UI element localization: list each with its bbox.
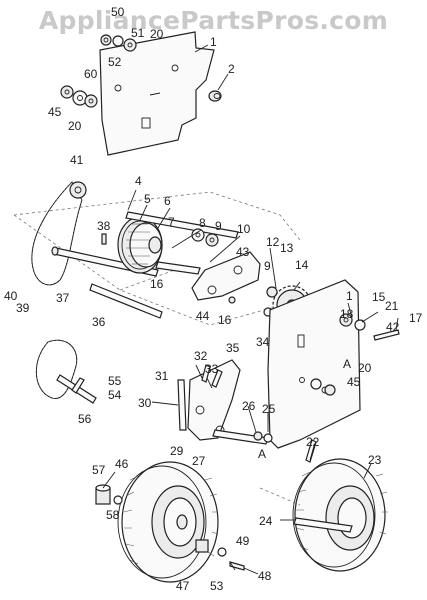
right-wheel — [292, 458, 388, 572]
callout-57: 57 — [92, 463, 106, 477]
callout-17: 17 — [409, 311, 423, 325]
small-bushing-2 — [208, 90, 222, 102]
callout-1-b: 1 — [346, 289, 353, 303]
washers-8-9 — [191, 228, 219, 247]
callout-46: 46 — [115, 457, 129, 471]
callout-25: 25 — [262, 402, 276, 416]
callout-1: 1 — [210, 35, 217, 49]
callout-41: 41 — [70, 153, 84, 167]
callout-16: 16 — [150, 277, 164, 291]
top-hardware-stack — [60, 34, 137, 108]
callout-50: 50 — [111, 5, 125, 19]
callout-42: 42 — [386, 320, 400, 334]
callout-26: 26 — [242, 399, 256, 413]
callout-18: 18 — [340, 307, 354, 321]
callout-30: 30 — [138, 396, 152, 410]
right-axle-and-pin — [259, 439, 353, 533]
callout-9: 9 — [215, 219, 222, 233]
shift-lever-assembly — [177, 359, 273, 445]
plate-hardware-right — [310, 313, 400, 396]
callout-32: 32 — [194, 349, 208, 363]
callout-20-c: 20 — [358, 361, 372, 375]
drive-chain-lower — [35, 339, 97, 404]
callout-39: 39 — [16, 301, 30, 315]
callout-33: 33 — [205, 362, 219, 376]
callout-A: A — [343, 357, 351, 371]
callout-16-b: 16 — [218, 313, 232, 327]
callout-9-b: 9 — [264, 259, 271, 273]
callout-22: 22 — [306, 435, 320, 449]
callout-34: 34 — [256, 335, 270, 349]
upper-frame-plate — [99, 31, 215, 156]
callout-24: 24 — [259, 514, 273, 528]
callout-4: 4 — [135, 174, 142, 188]
callout-5: 5 — [144, 192, 151, 206]
callout-55: 55 — [108, 374, 122, 388]
drive-chain-upper — [31, 181, 87, 286]
callout-54: 54 — [108, 388, 122, 402]
callout-12: 12 — [266, 235, 280, 249]
callout-15: 15 — [372, 290, 386, 304]
leader-lines — [102, 44, 399, 575]
callout-labels: 50 51 20 1 52 2 60 45 20 41 4 5 6 7 8 9 … — [4, 5, 423, 593]
support-bracket — [191, 251, 261, 304]
callout-7: 7 — [168, 215, 175, 229]
callout-47: 47 — [176, 579, 190, 593]
callout-2: 2 — [228, 62, 235, 76]
callout-6: 6 — [164, 194, 171, 208]
assembly-plane-outline — [13, 191, 301, 326]
callout-8: 8 — [199, 216, 206, 230]
callout-45: 45 — [48, 105, 62, 119]
callout-44: 44 — [196, 309, 210, 323]
callout-49: 49 — [236, 534, 250, 548]
callout-45-b: 45 — [347, 375, 361, 389]
callout-53: 53 — [210, 579, 224, 593]
callout-23: 23 — [368, 453, 382, 467]
callout-31: 31 — [155, 369, 169, 383]
callout-27: 27 — [192, 454, 206, 468]
left-wheel — [117, 461, 219, 583]
side-frame-plate — [267, 279, 361, 449]
watermark-text: AppliancePartsPros.com — [38, 6, 389, 35]
callout-29: 29 — [170, 444, 184, 458]
callout-43: 43 — [236, 245, 250, 259]
callout-20: 20 — [150, 27, 164, 41]
callout-38: 38 — [97, 219, 111, 233]
callout-A-b: A — [258, 447, 266, 461]
callout-56: 56 — [78, 412, 92, 426]
shaft-36 — [89, 283, 163, 319]
callout-52: 52 — [108, 55, 122, 69]
callout-37: 37 — [56, 291, 70, 305]
callout-13: 13 — [280, 241, 294, 255]
callout-21: 21 — [385, 299, 399, 313]
friction-pulley — [117, 216, 163, 274]
callout-60: 60 — [84, 67, 98, 81]
callout-20-b: 20 — [68, 119, 82, 133]
callout-14: 14 — [295, 258, 309, 272]
pin-38 — [101, 233, 107, 245]
callout-36: 36 — [92, 315, 106, 329]
callout-40: 40 — [4, 289, 18, 303]
upper-axle-shaft — [125, 211, 239, 275]
callout-48: 48 — [258, 569, 272, 583]
callout-35: 35 — [226, 341, 240, 355]
callout-10: 10 — [237, 222, 251, 236]
callout-58: 58 — [106, 508, 120, 522]
callout-51: 51 — [131, 26, 145, 40]
